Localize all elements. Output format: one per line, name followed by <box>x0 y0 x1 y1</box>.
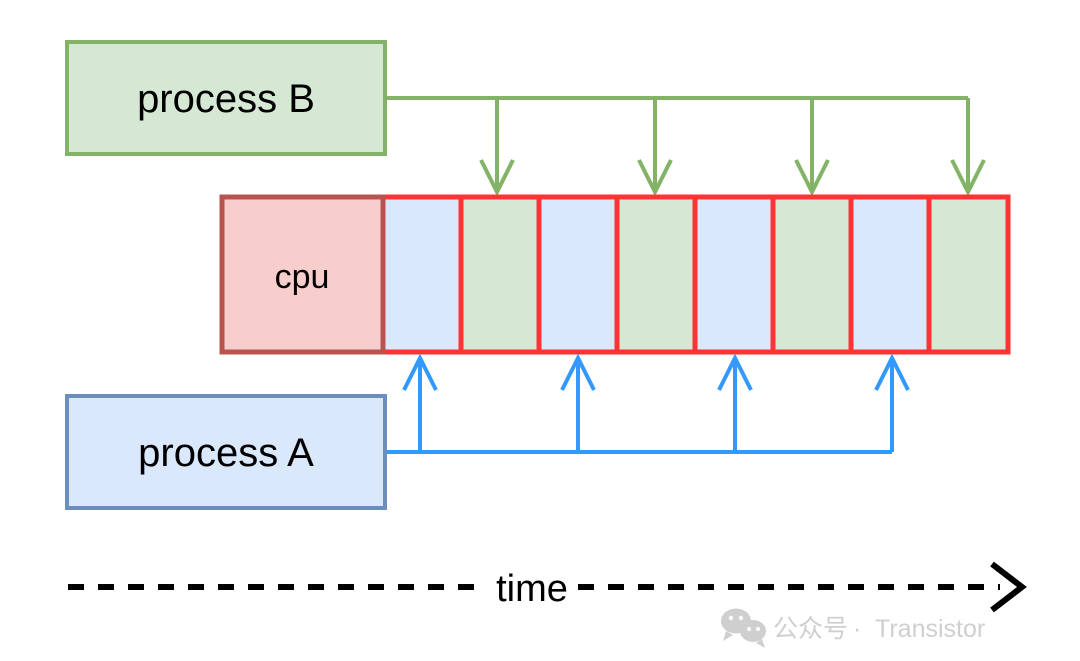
process-a-node[interactable]: process A <box>65 394 387 510</box>
process-b-arrowhead-2 <box>637 159 673 197</box>
cpu-label: cpu <box>275 258 330 296</box>
process-b-arrowhead-3 <box>794 159 830 197</box>
cpu-slice[interactable] <box>851 197 929 352</box>
wechat-icon <box>721 608 766 648</box>
process-a-arrowhead-2 <box>560 353 596 391</box>
time-axis-arrowhead <box>990 561 1027 613</box>
cpu-label-cell[interactable] <box>219 194 386 355</box>
watermark-text-cn: 公众号 <box>773 615 848 643</box>
process-a-box[interactable] <box>65 394 387 510</box>
process-b-arrowhead-1 <box>479 159 515 197</box>
watermark-separator: · <box>853 615 861 643</box>
cpu-timeline-bar[interactable]: cpu <box>219 194 1011 355</box>
process-b-arrowhead-4 <box>950 159 986 197</box>
cpu-slice[interactable] <box>617 197 695 352</box>
cpu-slice[interactable] <box>929 197 1008 352</box>
cpu-slice[interactable] <box>461 197 539 352</box>
cpu-slice[interactable] <box>773 197 851 352</box>
time-axis: time <box>68 561 1027 613</box>
process-a-label: process A <box>138 431 314 475</box>
process-a-arrowhead-4 <box>874 353 910 391</box>
process-a-arrowhead-3 <box>717 353 753 391</box>
process-b-node[interactable]: process B <box>65 40 387 156</box>
process-b-label: process B <box>137 77 315 121</box>
cpu-slice-dividers <box>458 197 932 352</box>
process-a-arrowhead-1 <box>402 353 438 391</box>
cpu-slice[interactable] <box>695 197 773 352</box>
process-b-box[interactable] <box>65 40 387 156</box>
cpu-slice[interactable] <box>539 197 617 352</box>
process-b-connector <box>385 96 986 197</box>
watermark: 公众号 · Transistor <box>721 608 985 648</box>
time-axis-label: time <box>496 568 568 610</box>
cpu-slice[interactable] <box>383 197 461 352</box>
watermark-text-latin: Transistor <box>875 615 985 643</box>
process-a-connector <box>385 353 910 454</box>
